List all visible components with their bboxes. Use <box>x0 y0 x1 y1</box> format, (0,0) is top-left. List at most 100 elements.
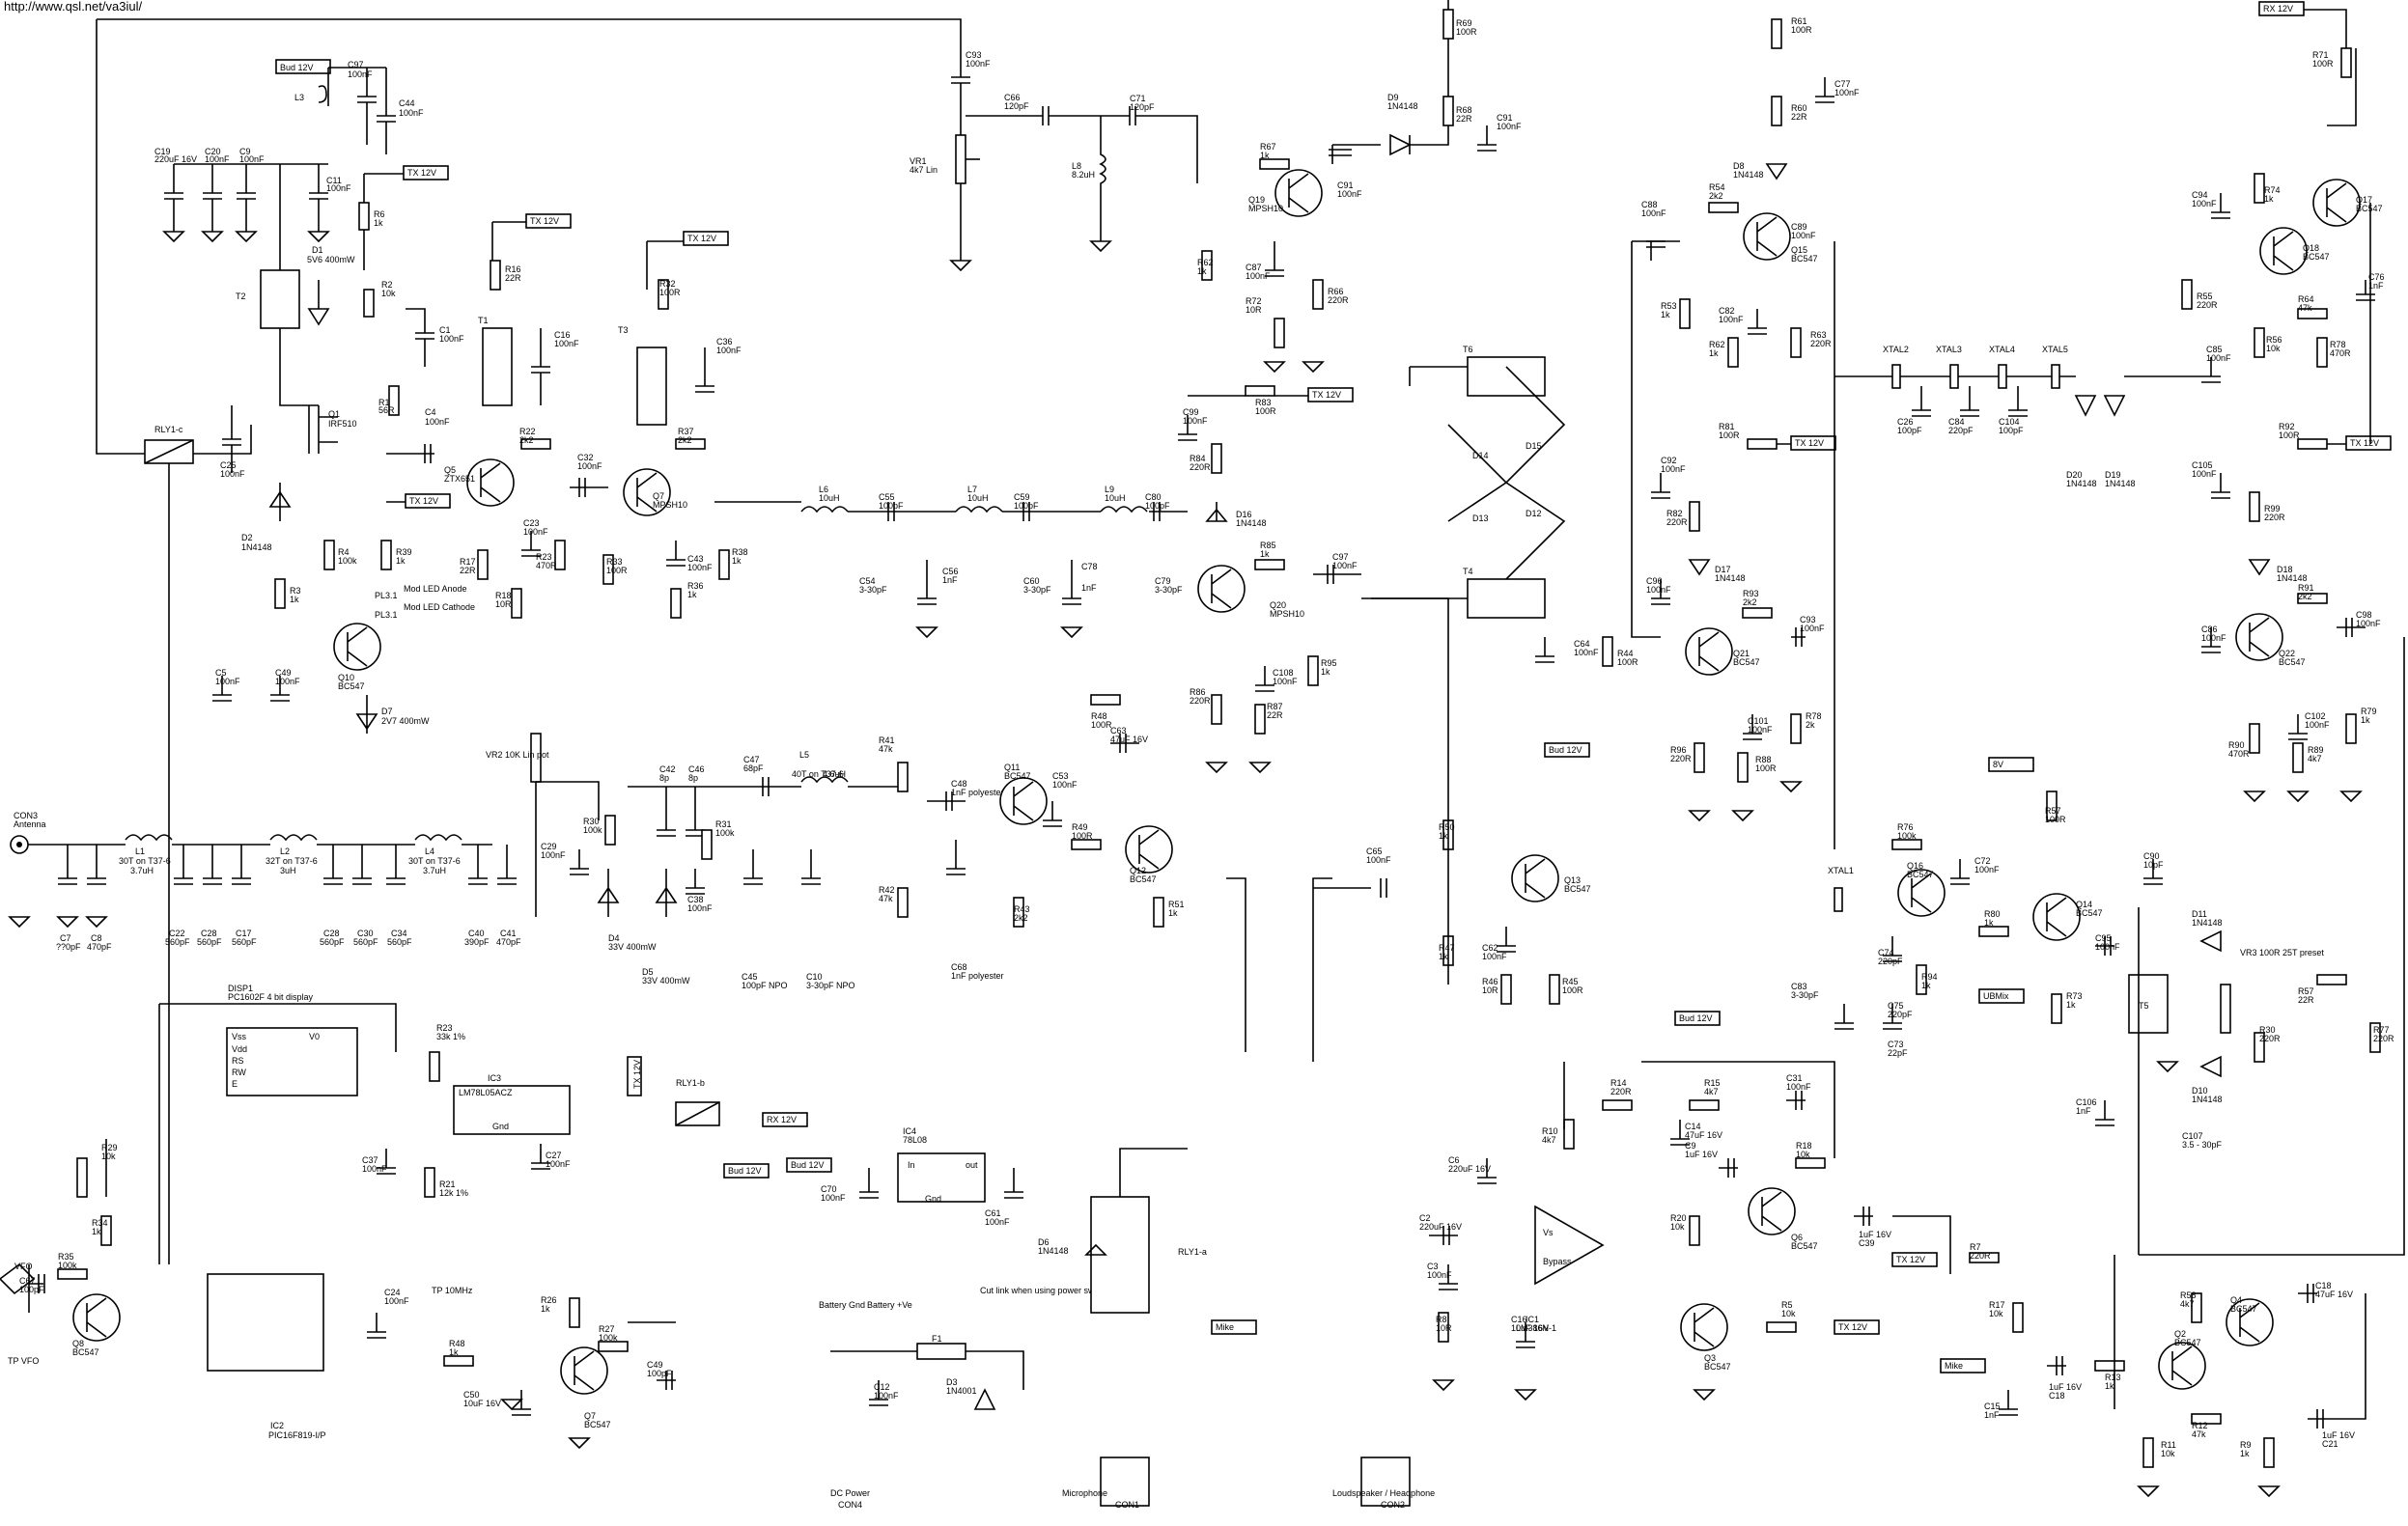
svg-text:D3: D3 <box>946 1377 958 1387</box>
svg-text:R18: R18 <box>495 591 512 600</box>
svg-text:22pF: 22pF <box>1888 1048 1908 1058</box>
svg-text:100nF: 100nF <box>399 108 424 118</box>
svg-text:R27: R27 <box>599 1324 615 1334</box>
svg-text:R62: R62 <box>1709 340 1725 349</box>
svg-text:220R: 220R <box>1970 1251 1991 1261</box>
svg-text:100R: 100R <box>1755 763 1777 773</box>
svg-text:VFO: VFO <box>14 1262 33 1271</box>
svg-text:Q5: Q5 <box>444 465 456 475</box>
svg-text:3-30pF NPO: 3-30pF NPO <box>806 981 855 990</box>
svg-text:1k: 1k <box>1321 667 1330 677</box>
svg-text:33k 1%: 33k 1% <box>436 1032 465 1041</box>
svg-text:TX 12V: TX 12V <box>687 234 716 243</box>
svg-text:100nF: 100nF <box>541 850 566 860</box>
svg-text:C28: C28 <box>323 929 340 938</box>
svg-text:D4: D4 <box>608 933 620 943</box>
svg-text:4.6uH: 4.6uH <box>823 769 846 779</box>
svg-text:RX 12V: RX 12V <box>767 1115 797 1124</box>
svg-text:56R: 56R <box>378 405 395 415</box>
svg-text:Q8: Q8 <box>72 1339 84 1348</box>
svg-text:100nF: 100nF <box>1332 561 1358 570</box>
svg-text:C102: C102 <box>2305 711 2326 721</box>
svg-text:100nF: 100nF <box>1427 1270 1452 1280</box>
svg-text:Bypass: Bypass <box>1543 1257 1572 1266</box>
svg-text:C96: C96 <box>1646 576 1663 586</box>
svg-text:R53: R53 <box>1661 301 1677 311</box>
svg-text:1nF polyester: 1nF polyester <box>951 971 1004 981</box>
svg-text:T6: T6 <box>1463 345 1473 354</box>
svg-text:C38: C38 <box>687 895 704 904</box>
svg-text:R76: R76 <box>1897 822 1914 832</box>
svg-text:220pF: 220pF <box>1888 1010 1913 1019</box>
svg-text:100nF: 100nF <box>1748 725 1773 735</box>
svg-text:1N4148: 1N4148 <box>1715 573 1746 583</box>
svg-text:220R: 220R <box>1670 754 1692 763</box>
svg-text:3.5 - 30pF: 3.5 - 30pF <box>2182 1140 2223 1150</box>
svg-text:100nF: 100nF <box>1800 624 1825 633</box>
svg-text:Q2: Q2 <box>2174 1329 2186 1339</box>
svg-text:33V 400mW: 33V 400mW <box>642 976 690 985</box>
svg-text:C55: C55 <box>879 492 895 502</box>
svg-text:BC547: BC547 <box>2230 1304 2257 1314</box>
svg-text:1nF: 1nF <box>1984 1410 2000 1420</box>
svg-text:47uF 16V: 47uF 16V <box>1110 735 1148 744</box>
svg-text:V0: V0 <box>309 1032 320 1041</box>
svg-text:BC547: BC547 <box>1907 870 1934 879</box>
svg-text:10uF 16V: 10uF 16V <box>1511 1323 1549 1333</box>
svg-text:D1: D1 <box>312 245 323 255</box>
svg-text:100R: 100R <box>1617 657 1638 667</box>
svg-text:1uF 16V: 1uF 16V <box>2049 1382 2082 1392</box>
svg-text:R7: R7 <box>1970 1242 1981 1252</box>
svg-text:220R: 220R <box>1190 462 1211 472</box>
svg-text:R12: R12 <box>2192 1421 2208 1430</box>
svg-text:L1: L1 <box>135 846 145 856</box>
svg-text:R67: R67 <box>1260 142 1276 152</box>
svg-text:100nF: 100nF <box>1497 122 1522 131</box>
svg-text:BC547: BC547 <box>1704 1362 1731 1372</box>
svg-text:100R: 100R <box>1091 720 1112 730</box>
svg-text:R1: R1 <box>378 398 390 407</box>
svg-text:100pF NPO: 100pF NPO <box>742 981 788 990</box>
ic1-type: LM386N-1 <box>1516 1323 1556 1333</box>
svg-text:C1: C1 <box>439 325 451 335</box>
svg-text:C29: C29 <box>541 842 557 851</box>
svg-text:T1: T1 <box>478 316 489 325</box>
svg-text:100nF: 100nF <box>554 339 579 348</box>
svg-text:100nF: 100nF <box>2095 942 2120 952</box>
svg-text:C71: C71 <box>1130 94 1146 103</box>
svg-text:C43: C43 <box>687 554 704 564</box>
svg-text:C2: C2 <box>1419 1213 1431 1223</box>
svg-text:R48: R48 <box>1091 711 1107 721</box>
svg-text:100k: 100k <box>338 556 357 566</box>
svg-text:1k: 1k <box>1921 981 1931 990</box>
svg-text:RS: RS <box>232 1056 244 1066</box>
svg-text:100R: 100R <box>1562 985 1583 995</box>
svg-text:100nF: 100nF <box>687 903 713 913</box>
svg-text:10k: 10k <box>101 1151 116 1161</box>
svg-text:30T on T37-6: 30T on T37-6 <box>408 856 461 866</box>
svg-text:C37: C37 <box>362 1155 378 1165</box>
svg-text:R32: R32 <box>659 279 676 289</box>
svg-text:390pF: 390pF <box>464 937 490 947</box>
svg-text:120pF: 120pF <box>1004 101 1029 111</box>
svg-text:1k: 1k <box>732 556 742 566</box>
svg-text:1nF: 1nF <box>2368 281 2384 291</box>
svg-text:C65: C65 <box>1366 846 1383 856</box>
svg-text:??0pF: ??0pF <box>56 942 81 952</box>
svg-text:C54: C54 <box>859 576 876 586</box>
svg-text:1k: 1k <box>374 218 383 228</box>
svg-text:220R: 220R <box>1810 339 1832 348</box>
svg-text:1k: 1k <box>1260 151 1270 160</box>
svg-text:12k 1%: 12k 1% <box>439 1188 468 1198</box>
svg-text:C78: C78 <box>1081 562 1098 571</box>
svg-text:32T on T37-6: 32T on T37-6 <box>266 856 318 866</box>
svg-text:47k: 47k <box>2192 1429 2206 1439</box>
svg-text:BC547: BC547 <box>1733 657 1760 667</box>
svg-text:47k: 47k <box>879 744 893 754</box>
svg-text:C17: C17 <box>236 929 252 938</box>
svg-text:100nF: 100nF <box>1646 585 1671 595</box>
svg-text:C8: C8 <box>91 933 102 943</box>
disp1-type: PC1602F 4 bit display <box>228 992 314 1002</box>
